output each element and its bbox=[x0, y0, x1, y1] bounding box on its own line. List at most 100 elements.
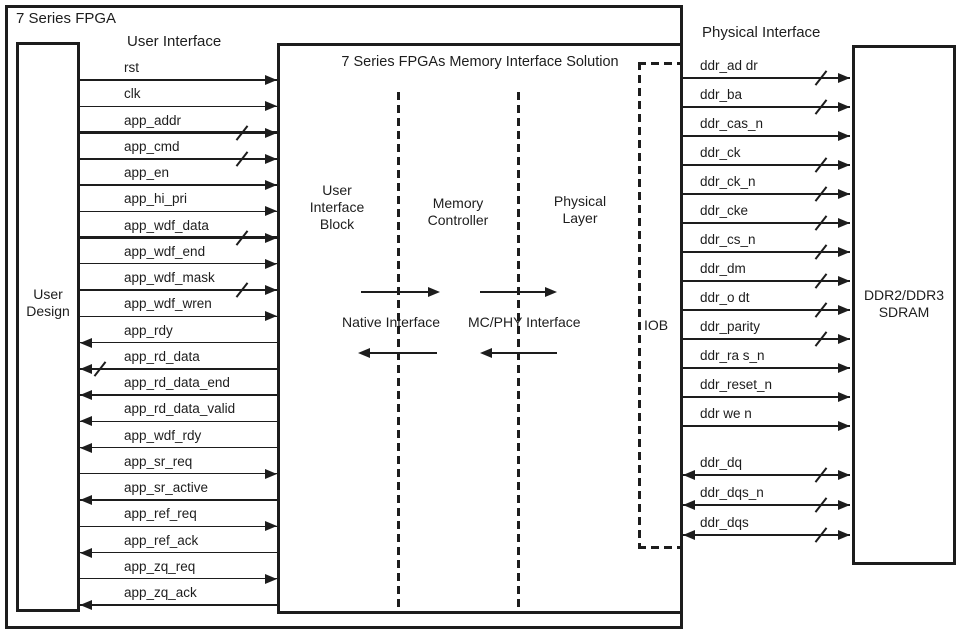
signal-label: app_cmd bbox=[124, 138, 180, 154]
arrowhead-right-icon bbox=[265, 232, 277, 243]
signal-line bbox=[683, 533, 850, 537]
signal-line bbox=[80, 525, 277, 527]
signal-label: ddr_ck_n bbox=[700, 174, 756, 189]
signal-label: app_wdf_data bbox=[124, 217, 209, 233]
mcphy-interface-arrow-left bbox=[492, 352, 557, 354]
signal-label: app_ref_req bbox=[124, 506, 197, 522]
arrowhead-right-icon bbox=[265, 285, 277, 295]
iob-dashed-top bbox=[638, 62, 682, 65]
arrowhead-left-icon bbox=[80, 495, 92, 505]
signal-label: app_en bbox=[124, 165, 170, 180]
signal-label: ddr_ra s_n bbox=[700, 348, 765, 363]
native-interface-arrow-left bbox=[370, 352, 437, 354]
sdram-label: DDR2/DDR3 SDRAM bbox=[863, 287, 945, 320]
arrowhead-right-icon bbox=[265, 101, 277, 112]
arrowhead-left-icon bbox=[80, 547, 92, 558]
signal-label: ddr_dq bbox=[700, 455, 743, 470]
arrowhead-right-icon bbox=[838, 73, 850, 83]
signal-line bbox=[683, 279, 850, 283]
arrowhead-left-icon bbox=[80, 390, 92, 400]
signal-line bbox=[80, 79, 277, 81]
iob-label: IOB bbox=[644, 317, 669, 333]
signal-label: app_wdf_mask bbox=[124, 270, 215, 285]
signal-label: ddr_cke bbox=[700, 203, 749, 218]
arrowhead-right-icon bbox=[265, 75, 277, 85]
signal-line bbox=[683, 250, 850, 254]
mcphy-interface-arrow-left-head-icon bbox=[480, 348, 492, 358]
signal-label: app_sr_req bbox=[124, 453, 193, 469]
iob-dashed-left bbox=[638, 62, 641, 548]
signal-label: ddr_ck bbox=[700, 145, 741, 160]
signal-line bbox=[683, 396, 850, 398]
signal-label: app_zq_req bbox=[124, 558, 196, 574]
arrowhead-right-icon bbox=[838, 102, 850, 112]
signal-line bbox=[80, 367, 277, 370]
mcphy-interface-arrow-right bbox=[480, 291, 546, 293]
signal-label: app_rd_data_end bbox=[124, 375, 230, 390]
signal-line bbox=[683, 135, 850, 137]
arrowhead-left-icon bbox=[683, 500, 695, 510]
sdram-box bbox=[852, 45, 956, 565]
memory-interface-solution-title: 7 Series FPGAs Memory Interface Solution bbox=[341, 54, 619, 70]
arrowhead-right-icon bbox=[838, 276, 850, 286]
signal-label: app_ref_ack bbox=[124, 532, 199, 548]
signal-label: ddr_dqs_n bbox=[700, 485, 764, 500]
mcphy-interface-arrow-right-head-icon bbox=[545, 287, 557, 297]
signal-label: ddr_cs_n bbox=[700, 232, 756, 247]
signal-line bbox=[80, 420, 277, 422]
arrowhead-right-icon bbox=[838, 470, 850, 480]
arrowhead-left-icon bbox=[683, 470, 695, 480]
signal-line bbox=[683, 105, 850, 109]
signal-label: ddr_dm bbox=[700, 261, 746, 276]
arrowhead-right-icon bbox=[838, 392, 850, 402]
signal-label: app_rdy bbox=[124, 322, 173, 338]
arrowhead-right-icon bbox=[265, 180, 277, 190]
arrowhead-right-icon bbox=[838, 160, 850, 170]
memory-interface-solution-box bbox=[277, 43, 683, 614]
arrowhead-right-icon bbox=[265, 127, 277, 138]
arrowhead-right-icon bbox=[265, 153, 277, 164]
signal-label: app_wdf_rdy bbox=[124, 427, 202, 443]
user-design-box bbox=[16, 42, 80, 612]
signal-label: app_hi_pri bbox=[124, 191, 188, 207]
signal-line bbox=[80, 315, 277, 317]
physical-interface-heading: Physical Interface bbox=[702, 24, 821, 41]
signal-label: app_sr_active bbox=[124, 480, 209, 495]
signal-line bbox=[80, 604, 277, 606]
arrowhead-right-icon bbox=[265, 206, 277, 217]
arrowhead-right-icon bbox=[838, 305, 850, 315]
signal-line bbox=[683, 308, 850, 312]
signal-line bbox=[683, 367, 850, 369]
arrowhead-right-icon bbox=[265, 521, 277, 532]
signal-line bbox=[683, 192, 850, 196]
signal-line bbox=[683, 221, 850, 225]
signal-line bbox=[683, 425, 850, 427]
signal-line bbox=[80, 578, 277, 580]
signal-line bbox=[683, 337, 850, 341]
signal-line bbox=[80, 446, 277, 449]
native-interface-label: Native Interface bbox=[342, 314, 441, 330]
arrowhead-right-icon bbox=[838, 334, 850, 344]
signal-label: app_rd_data bbox=[124, 348, 200, 364]
signal-line bbox=[80, 131, 277, 134]
arrowhead-right-icon bbox=[838, 247, 850, 257]
signal-label: app_wdf_end bbox=[124, 243, 206, 259]
signal-label: clk bbox=[124, 86, 141, 102]
signal-label: ddr_ba bbox=[700, 87, 743, 102]
fpga-label: 7 Series FPGA bbox=[16, 10, 117, 27]
arrowhead-right-icon bbox=[265, 258, 277, 269]
signal-line bbox=[80, 499, 277, 501]
native-interface-arrow-right-head-icon bbox=[428, 287, 440, 297]
arrowhead-right-icon bbox=[265, 573, 277, 584]
column-memory-controller: Memory Controller bbox=[427, 195, 489, 228]
arrowhead-right-icon bbox=[838, 363, 850, 373]
signal-line bbox=[80, 157, 277, 160]
arrowhead-right-icon bbox=[838, 189, 850, 199]
arrowhead-left-icon bbox=[80, 337, 92, 348]
signal-label: ddr we n bbox=[700, 406, 752, 421]
signal-label: app_rd_data_valid bbox=[124, 401, 236, 417]
signal-label: ddr_dqs bbox=[700, 515, 749, 530]
signal-line bbox=[80, 184, 277, 186]
native-interface-arrow-left-head-icon bbox=[358, 348, 370, 358]
arrowhead-right-icon bbox=[838, 131, 850, 141]
